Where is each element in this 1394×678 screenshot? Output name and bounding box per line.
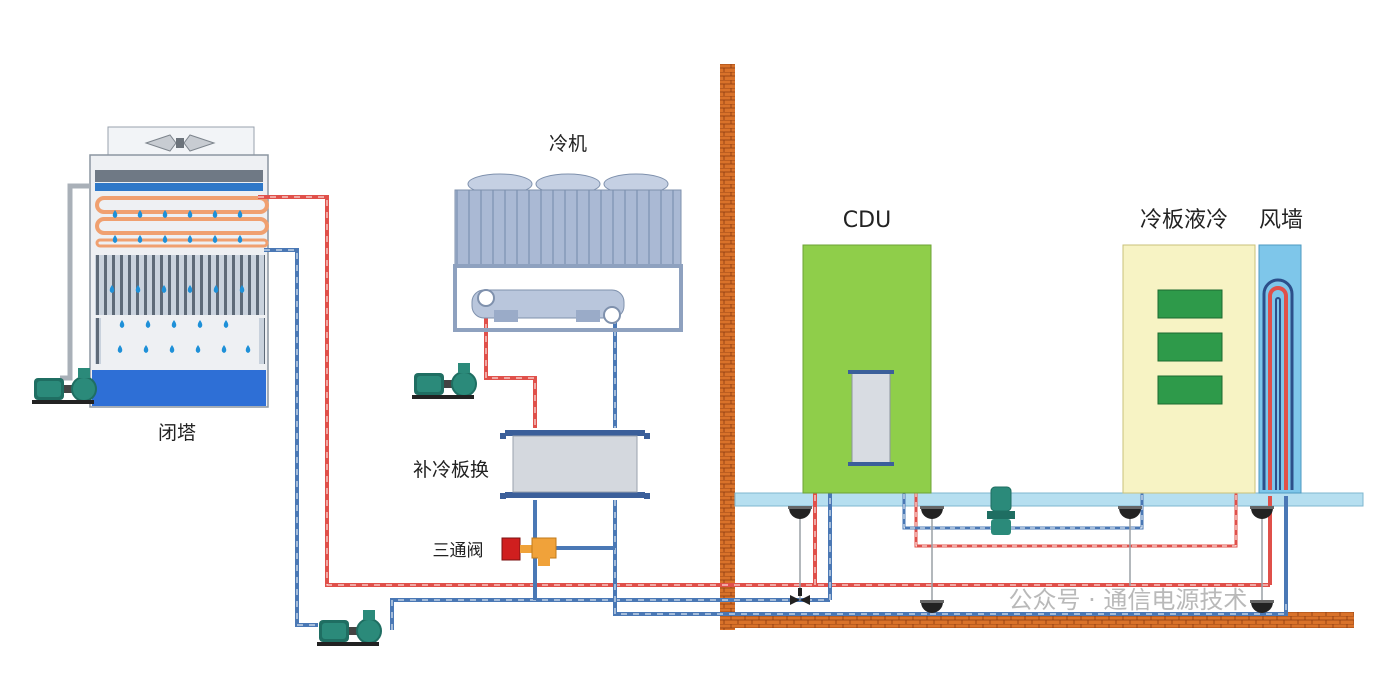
valve-icon bbox=[790, 588, 810, 605]
pump-icon bbox=[316, 609, 382, 647]
valve-icon bbox=[920, 600, 944, 613]
valve-icon bbox=[1250, 600, 1274, 613]
closed-tower-label: 闭塔 bbox=[158, 422, 196, 444]
watermark: 公众号 · 通信电源技术 bbox=[1009, 586, 1248, 614]
pump-icon bbox=[987, 486, 1015, 535]
cold-plate-rack bbox=[1122, 244, 1256, 494]
chiller-label: 冷机 bbox=[549, 133, 587, 155]
three-way-valve-label: 三通阀 bbox=[433, 541, 484, 561]
pump-icon bbox=[411, 362, 477, 400]
fan-icon bbox=[144, 134, 216, 152]
fan-wall-label: 风墙 bbox=[1259, 208, 1303, 233]
valve-icon bbox=[1118, 506, 1142, 519]
valve-icon bbox=[501, 537, 557, 566]
raised-floor bbox=[734, 492, 1364, 507]
fan-wall bbox=[1258, 244, 1302, 494]
supplementary-plate-hx-label: 补冷板换 bbox=[413, 459, 489, 481]
cdu-label: CDU bbox=[843, 208, 891, 233]
pump-icon bbox=[31, 367, 97, 405]
brick-wall-vertical bbox=[720, 64, 735, 630]
chiller bbox=[453, 173, 683, 332]
valve-icon bbox=[920, 506, 944, 519]
supplementary-plate-hx bbox=[500, 430, 650, 499]
cdu bbox=[802, 244, 932, 494]
valve-icon bbox=[788, 506, 812, 519]
closed-tower bbox=[31, 126, 269, 408]
cold-plate-label: 冷板液冷 bbox=[1140, 208, 1228, 233]
